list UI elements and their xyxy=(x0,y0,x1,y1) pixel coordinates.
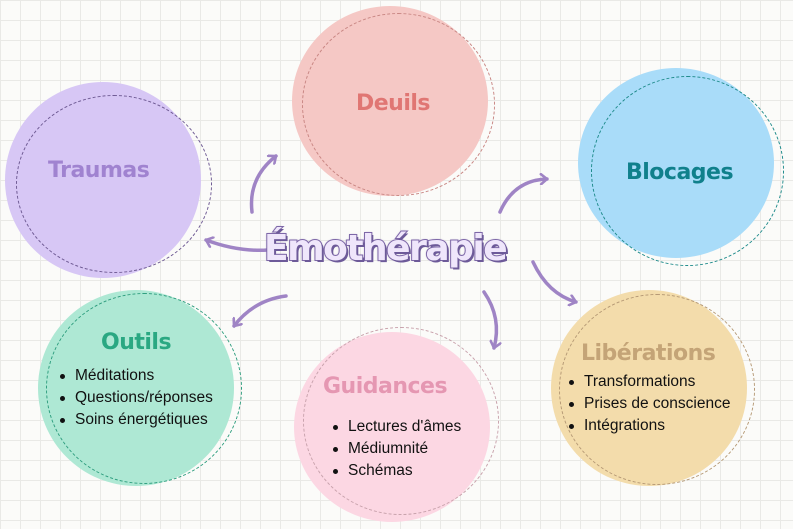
arrow-to-guidances xyxy=(482,290,496,350)
blocages-title: Blocages xyxy=(626,160,734,185)
list-item: Méditations xyxy=(58,365,213,387)
list-item: Lectures d'âmes xyxy=(331,416,461,438)
list-item: Transformations xyxy=(567,371,730,393)
list-item: Intégrations xyxy=(567,415,730,437)
traumas-dashed-ring xyxy=(16,95,212,273)
arrow-to-outils xyxy=(232,294,288,328)
liberations-list: Transformations Prises de conscience Int… xyxy=(567,371,730,437)
arrow-to-liberations xyxy=(531,260,578,302)
guidances-list: Lectures d'âmes Médiumnité Schémas xyxy=(331,416,461,482)
list-item: Questions/réponses xyxy=(58,387,213,409)
outils-title: Outils xyxy=(101,330,172,355)
guidances-dashed-ring xyxy=(303,327,499,515)
deuils-dashed-ring xyxy=(302,13,495,196)
guidances-title: Guidances xyxy=(323,374,448,399)
liberations-dashed-ring xyxy=(559,294,755,485)
outils-dashed-ring xyxy=(46,293,242,484)
liberations-title: Libérations xyxy=(581,341,716,366)
list-item: Schémas xyxy=(331,460,461,482)
list-item: Médiumnité xyxy=(331,438,461,460)
arrow-to-deuils xyxy=(249,154,278,214)
outils-list: Méditations Questions/réponses Soins éne… xyxy=(58,365,213,431)
list-item: Soins énergétiques xyxy=(58,409,213,431)
blocages-dashed-ring xyxy=(591,76,784,266)
center-title: Émothérapie xyxy=(263,227,509,270)
arrow-to-blocages xyxy=(498,179,549,214)
list-item: Prises de conscience xyxy=(567,393,730,415)
traumas-title: Traumas xyxy=(48,158,150,183)
deuils-title: Deuils xyxy=(356,91,431,116)
arrow-to-traumas xyxy=(204,240,270,253)
